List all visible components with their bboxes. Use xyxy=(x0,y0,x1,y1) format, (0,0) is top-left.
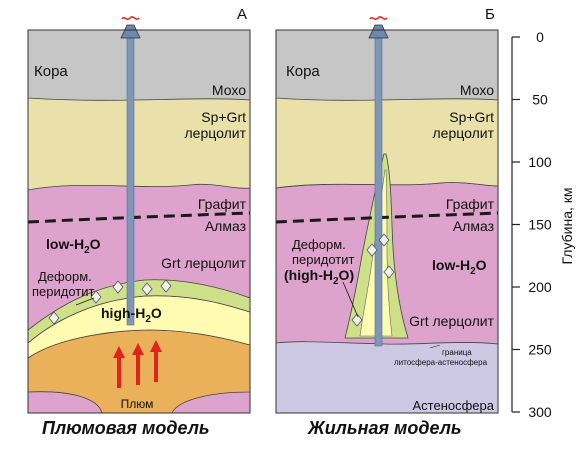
volcano-cone-a xyxy=(120,24,141,39)
volcano-cone-b xyxy=(368,24,389,39)
boundary-label-1: граница xyxy=(442,348,472,357)
depth-tick-label: 50 xyxy=(532,92,548,108)
panel-letter-b: Б xyxy=(485,6,495,23)
peridotite-label-b: перидотит xyxy=(292,252,355,267)
sp-grt-label-a: Sp+Grt xyxy=(201,109,246,125)
diamond-icon xyxy=(366,243,378,257)
diamond-icon xyxy=(351,313,363,327)
graphite-label-a: Графит xyxy=(198,196,247,212)
asthenosphere-label: Астеносфера xyxy=(412,398,494,413)
crust-label-a: Кора xyxy=(34,63,68,80)
spinel-garnet-layer-b xyxy=(275,97,499,189)
arrow-up-icon xyxy=(113,346,125,388)
panel-letter-a: А xyxy=(237,6,247,23)
panel-a: А Кора Мохо Sp+Grt лерцолит Графит Алмаз… xyxy=(27,6,251,414)
diamond-icon xyxy=(112,280,124,294)
low-h2o-label-b: low-H2O xyxy=(432,257,487,277)
moho-label-a: Мохо xyxy=(212,82,246,98)
arrow-up-icon xyxy=(150,340,162,382)
plume-arrows xyxy=(113,340,162,388)
grt-lherzolite-label-a: Grt лерцолит xyxy=(161,255,246,271)
diamond-icon xyxy=(90,290,102,304)
graphite-label-b: Графит xyxy=(446,196,495,212)
depth-axis: 0 50 100 150 200 250 300 Глубина, км xyxy=(511,29,575,420)
diamond-icon xyxy=(160,279,172,293)
grt-lherzolite-label-b: Grt лерцолит xyxy=(409,313,494,329)
crust-layer-b xyxy=(275,29,499,101)
depth-ticks: 0 50 100 150 200 250 300 xyxy=(512,29,552,420)
lherzolite-label-a: лерцолит xyxy=(185,125,247,141)
deformed-label-b: Деформ. xyxy=(292,237,346,252)
plume-label: Плюм xyxy=(121,397,154,411)
sp-grt-label-b: Sp+Grt xyxy=(449,109,494,125)
crust-layer-a xyxy=(27,29,251,101)
diamond-icon xyxy=(383,265,395,279)
high-h2o-label-a: high-H2O xyxy=(101,305,162,325)
peridotite-label-a: перидотит xyxy=(32,284,95,299)
eruption-icon-b xyxy=(369,16,388,21)
boundary-label-2: литосфера-астеносфера xyxy=(394,358,488,367)
eruption-icon-a xyxy=(121,16,140,21)
diamond-label-b: Алмаз xyxy=(453,218,494,234)
deformed-label-a: Деформ. xyxy=(38,269,92,284)
lherzolite-label-b: лерцолит xyxy=(433,125,495,141)
depth-tick-label: 0 xyxy=(536,29,544,45)
diamond-icon xyxy=(141,282,153,296)
kimberlite-conduit-b xyxy=(374,29,383,347)
caption-plume-model: Плюмовая модель xyxy=(42,418,210,438)
diamond-icons-a xyxy=(48,279,172,325)
crust-label-b: Кора xyxy=(286,63,320,80)
label-pointer-a xyxy=(75,297,95,306)
diamond-label-a: Алмаз xyxy=(205,218,246,234)
depth-tick-label: 200 xyxy=(528,279,552,295)
caption-vein-model: Жильная модель xyxy=(308,418,462,438)
depth-tick-label: 100 xyxy=(528,154,552,170)
diamond-icon xyxy=(378,233,390,247)
arrow-up-icon xyxy=(132,343,144,385)
depth-axis-label: Глубина, км xyxy=(559,187,575,264)
panel-b: Б Кора Мохо Sp+Grt лерцолит Графит Алмаз… xyxy=(275,6,499,414)
panel-frame-b xyxy=(275,29,499,414)
spinel-garnet-layer-a xyxy=(27,97,251,191)
diamond-icons-b xyxy=(351,233,395,327)
panel-frame-a xyxy=(27,29,251,414)
depth-tick-label: 300 xyxy=(528,404,552,420)
depth-tick-label: 150 xyxy=(528,217,552,233)
low-h2o-label-a: low-H2O xyxy=(46,236,101,256)
depth-tick-label: 250 xyxy=(528,342,552,358)
diamond-icon xyxy=(48,311,60,325)
label-pointer-b xyxy=(342,281,359,318)
boundary-pointer xyxy=(429,344,441,349)
high-h2o-label-b: (high-H2O) xyxy=(284,267,354,287)
moho-label-b: Мохо xyxy=(460,82,494,98)
kimberlite-conduit-a xyxy=(126,29,135,326)
